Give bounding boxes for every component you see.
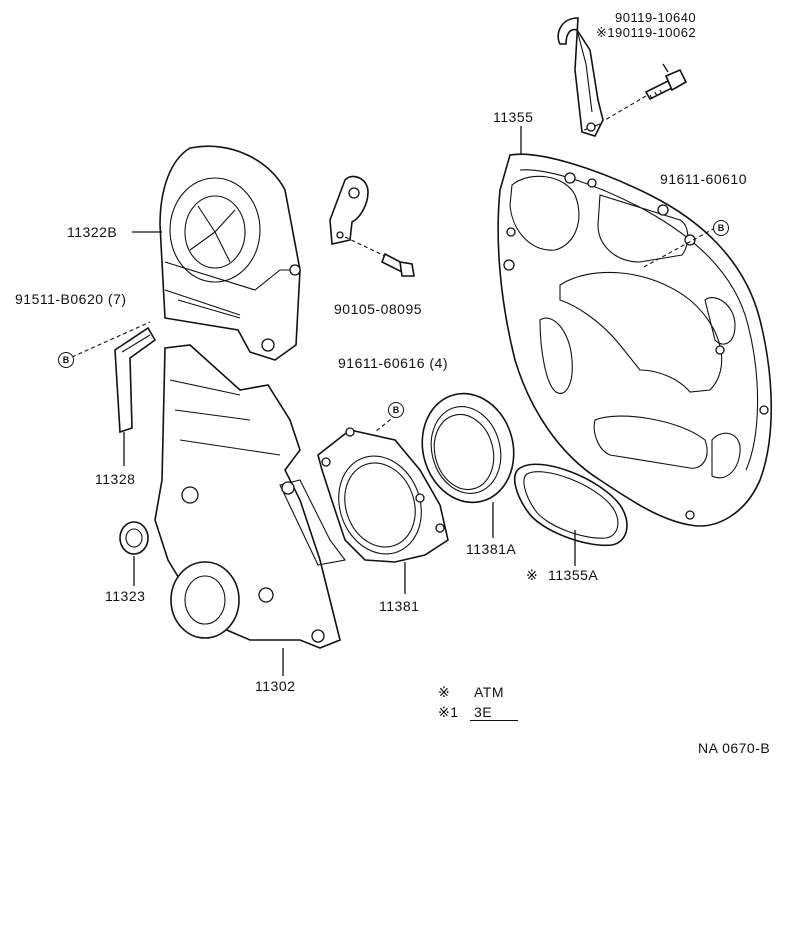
oil-seal-11381A [421,392,515,504]
label-11323: 11323 [105,588,146,604]
label-90119-10640: 90119-10640 [615,10,697,25]
gasket-11355A [513,463,628,547]
label-11355A: 11355A [548,567,599,583]
b-mark-91611-60610: B [713,220,729,236]
label-91511-B0620: 91511-B0620 (7) [15,291,127,307]
bolt-path-90105 [344,236,386,257]
legend-text-3e: 3E [474,704,493,720]
b-mark-91511: B [58,352,74,368]
plug-11323 [119,521,149,555]
label-11322B: 11322B [67,224,118,240]
bolt-90105 [380,252,415,277]
bolt-path-bracket [604,95,647,121]
legend-underline [470,720,518,721]
label-11355: 11355 [493,109,534,125]
bolt-path-91511 [71,321,151,358]
legend-mark-atm: ※ [438,684,451,700]
engine-hanger-bracket [557,17,604,137]
seal-retainer-11381 [317,427,449,563]
bolt-path-91611-60616 [374,414,397,433]
label-90119-10062: 90119-10062 [615,25,697,40]
small-bracket [329,175,369,245]
label-11328: 11328 [95,471,136,487]
label-91611-60616: 91611-60616 (4) [338,355,448,371]
label-90105-08095: 90105-08095 [334,301,423,317]
label-11355A-mark: ※ [526,567,539,583]
gasket-11328 [114,326,157,434]
bracket-bolt [644,68,688,101]
label-90119-10062-mark: ※1 [596,25,616,40]
timing-cover-upper-11322B [159,145,301,361]
legend-text-atm: ATM [474,684,505,700]
diagram-code: NA 0670-B [698,740,771,756]
label-11381A: 11381A [466,541,517,557]
timing-cover-lower-11302 [154,344,346,649]
leader-bracket-bolt [662,63,669,73]
label-11302: 11302 [255,678,296,694]
rear-end-plate-11355 [497,153,772,527]
label-11381: 11381 [379,598,420,614]
legend-mark-3e: ※1 [438,704,459,720]
b-mark-91611-60616: B [388,402,404,418]
label-91611-60610: 91611-60610 [660,171,747,187]
